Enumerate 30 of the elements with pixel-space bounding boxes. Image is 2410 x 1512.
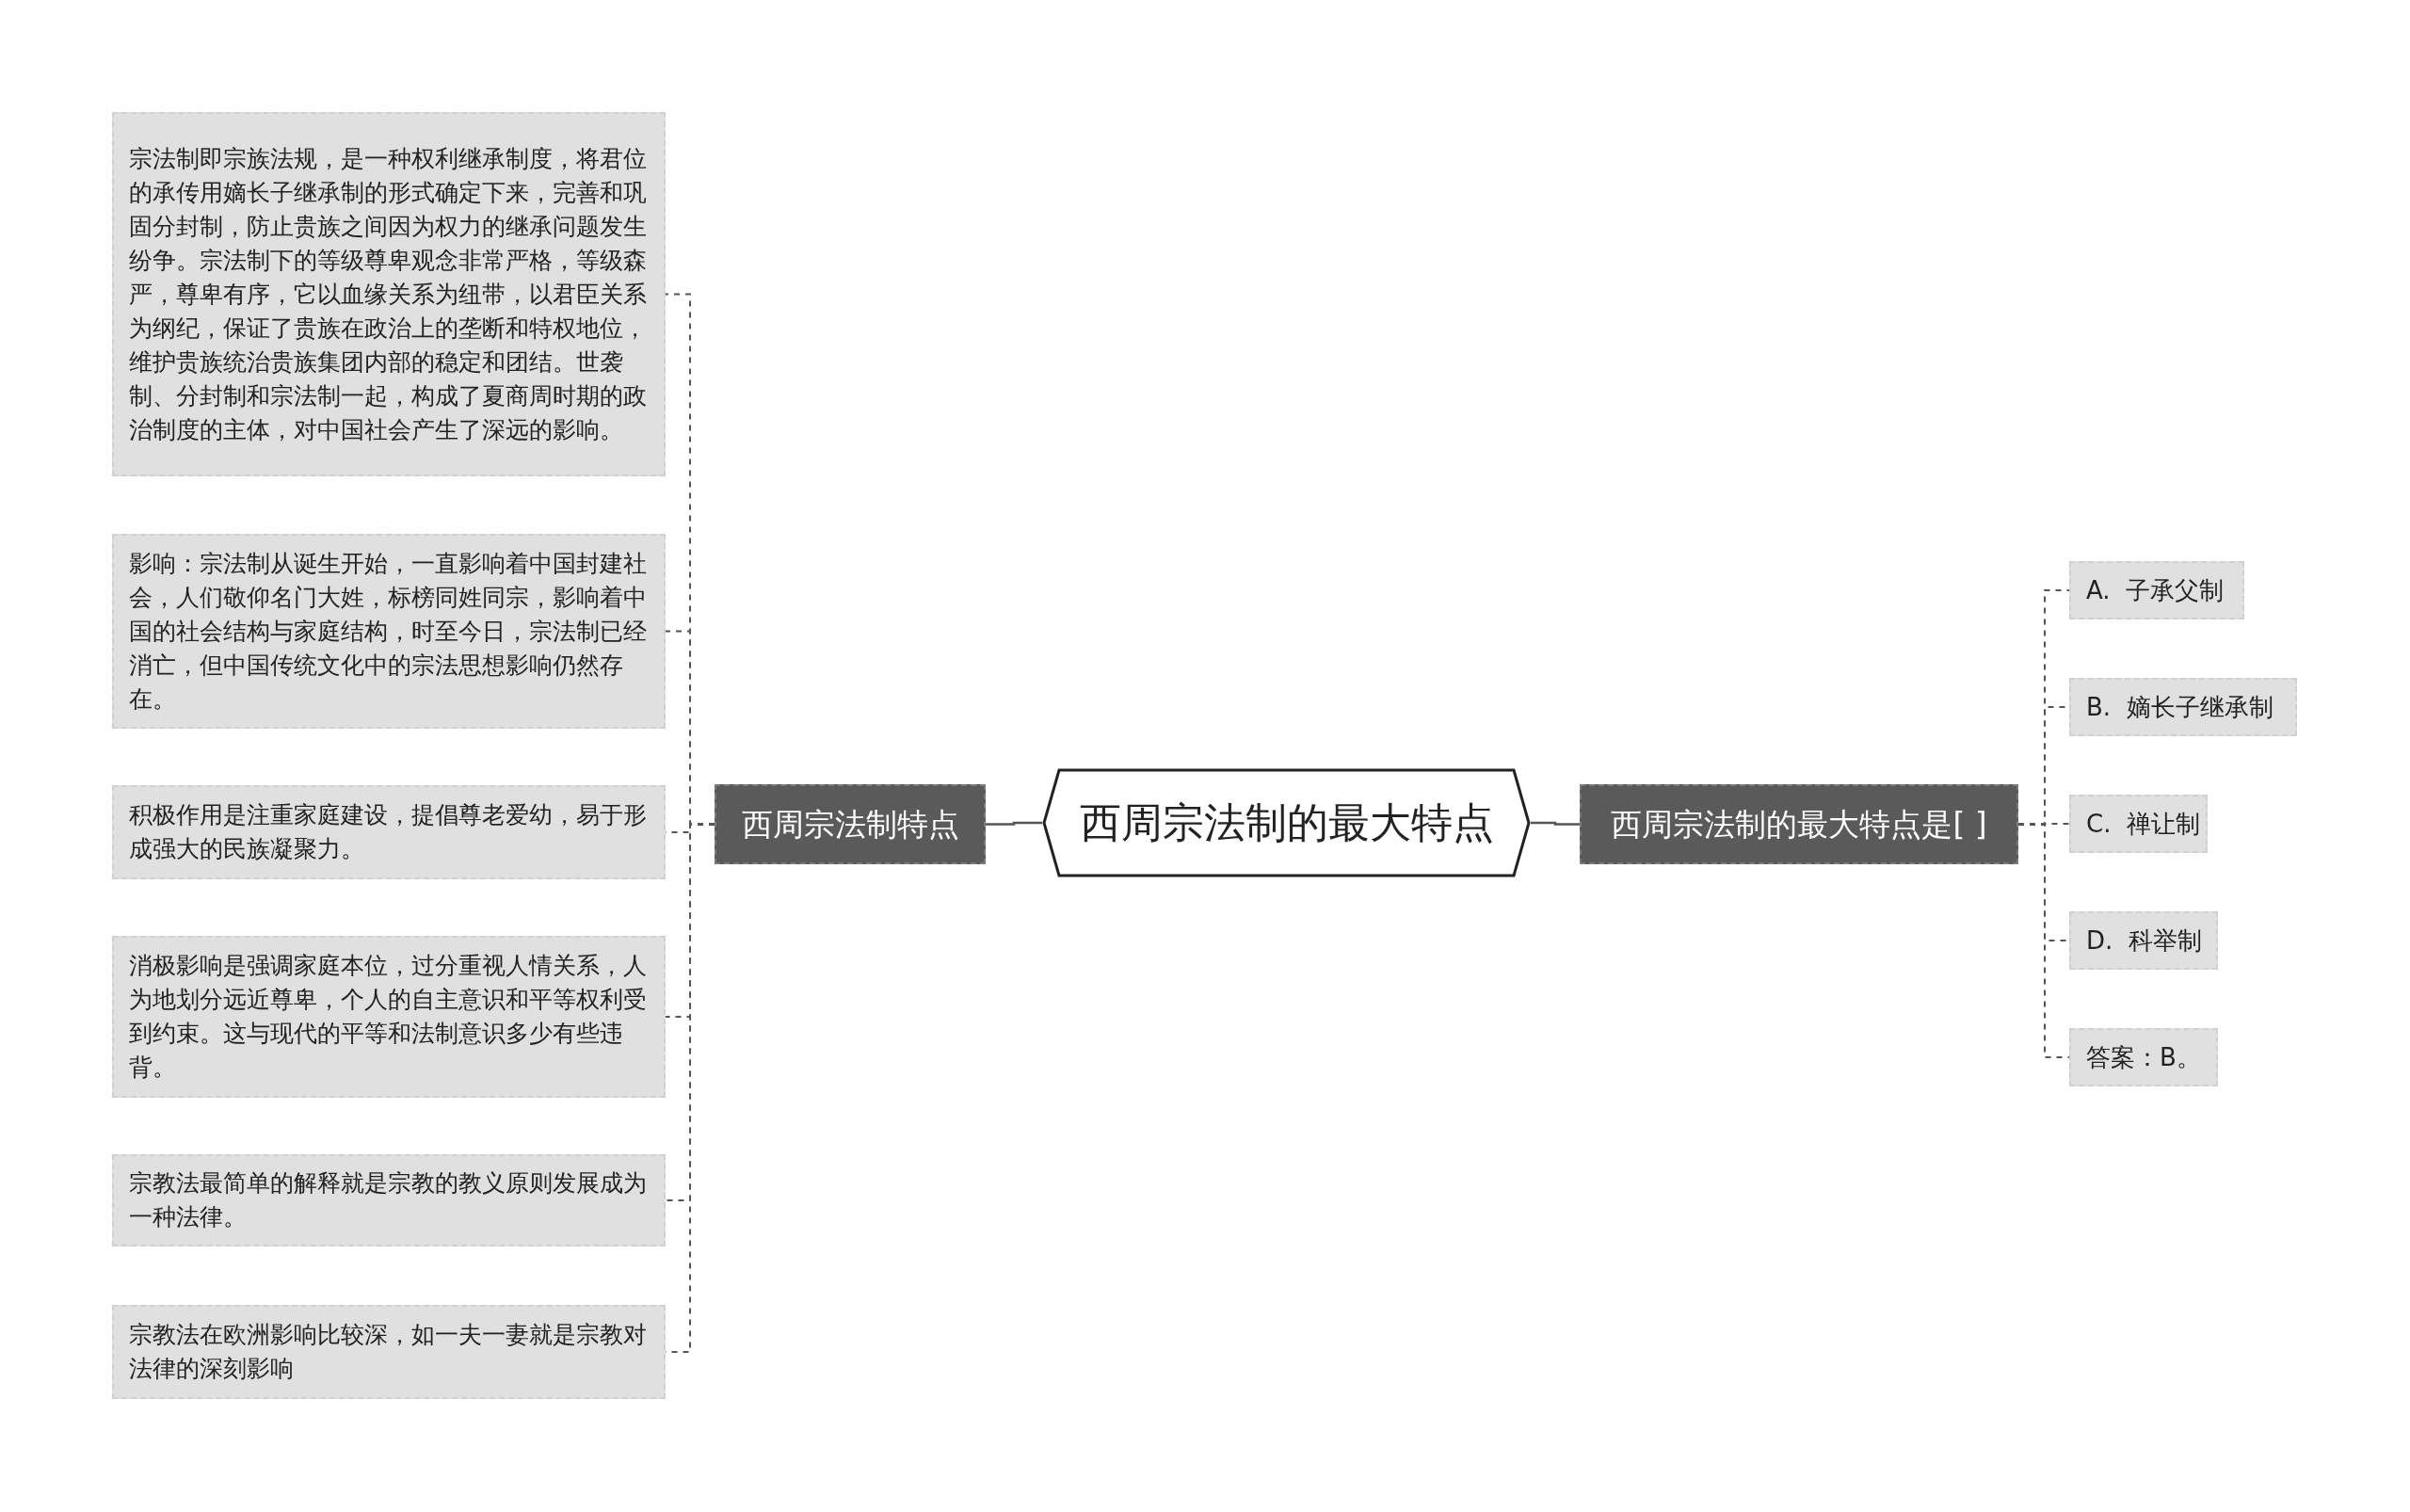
node-text: 西周宗法制的最大特点是[ ]: [1611, 804, 1987, 844]
option-box: [2069, 1028, 2218, 1086]
node-text: 消极影响是强调家庭本位，过分重视人情关系，人为地划分远近尊卑，个人的自主意识和平等权利受到约束。这与现代的平等和法制意识多少有些违背。: [129, 951, 648, 1083]
node-text: D. 科举制: [2086, 925, 2202, 957]
note-box: [112, 534, 666, 729]
node-text: 答案：B。: [2086, 1041, 2201, 1073]
note-box: [112, 785, 666, 879]
option-box: [2069, 561, 2244, 619]
node-text: 宗教法最简单的解释就是宗教的教义原则发展成为一种法律。: [129, 1168, 648, 1232]
topic-text: 西周宗法制的最大特点: [1079, 798, 1494, 846]
node-text: C. 禅让制: [2086, 808, 2200, 840]
node-text: B. 嫡长子继承制: [2086, 691, 2273, 723]
node-text: 宗教法在欧洲影响比较深，如一夫一妻就是宗教对法律的深刻影响: [129, 1320, 648, 1384]
note-box: [112, 936, 666, 1098]
connector-line: [986, 821, 1042, 826]
node-text: 宗法制即宗族法规，是一种权利继承制度，将君位的承传用嫡长子继承制的形式确定下来，完善和巩固分封制，防止贵族之间因为权力的继承问题发生纷争。宗法制下的等级尊卑观念非常严格，等级森严，尊卑有序，它以血缘关系为纽带，以君臣关系为纲纪，保证了贵族在政治上的垄断和特权地位，维护贵族统治贵族集团内部的稳定和团结。世袭制、分封制和宗法制一起，构成了夏商周时期的政治制度的主体，对中国社会产生了深远的影响。: [129, 143, 648, 445]
option-box: [2069, 678, 2297, 736]
note-box: [112, 112, 666, 476]
node-text: 积极作用是注重家庭建设，提倡尊老爱幼，易于形成强大的民族凝聚力。: [129, 800, 648, 864]
connector-line: [1531, 821, 1580, 826]
node-text: A. 子承父制: [2086, 574, 2225, 606]
note-box: [112, 1154, 666, 1247]
option-box: [2069, 911, 2218, 970]
branch-box: [715, 784, 986, 864]
note-box: [112, 1305, 666, 1399]
branch-box: [1580, 784, 2018, 864]
node-text: 西周宗法制特点: [741, 804, 959, 844]
node-text: 影响：宗法制从诞生开始，一直影响着中国封建社会，人们敬仰名门大姓，标榜同姓同宗，影响着中国的社会结构与家庭结构，时至今日，宗法制已经消亡，但中国传统文化中的宗法思想影响仍然存在。: [129, 548, 648, 715]
option-box: [2069, 795, 2208, 853]
connector-line: [2017, 823, 2070, 1058]
